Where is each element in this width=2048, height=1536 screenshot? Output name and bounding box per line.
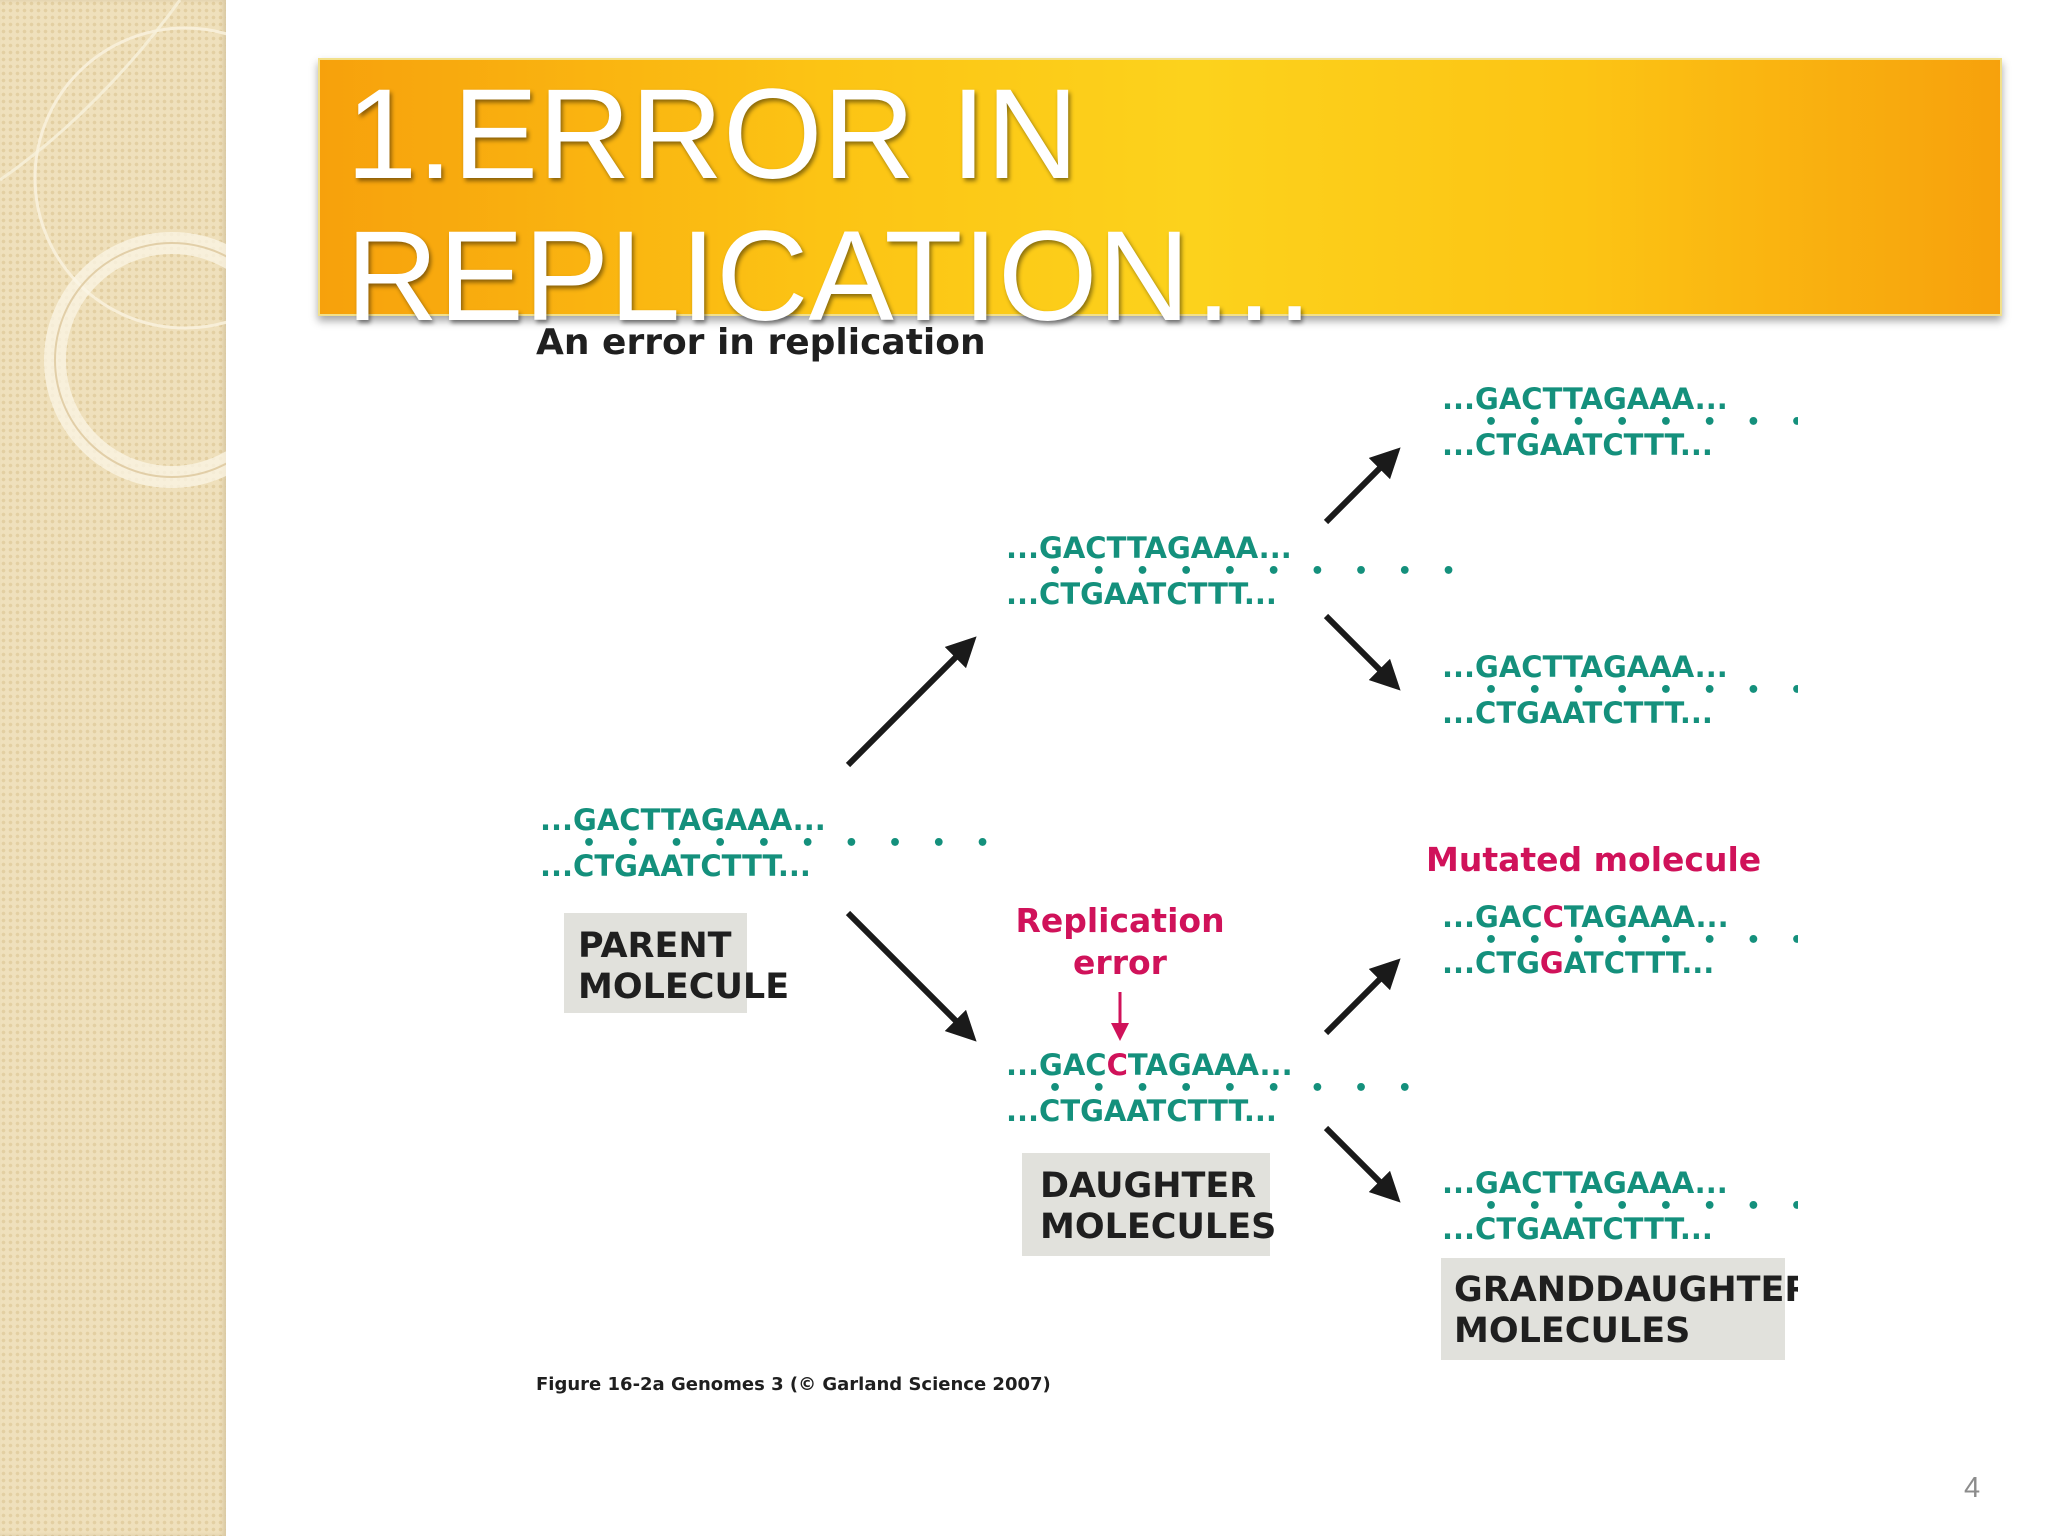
replication-error-label-line2: error bbox=[1073, 943, 1168, 982]
svg-text:...GACTTAGAAA...: ...GACTTAGAAA... bbox=[1442, 382, 1728, 416]
granddaughter-molecule-mutated: ...GACCTAGAAA... • • • • • • • • • • ...… bbox=[1442, 900, 1892, 980]
daughter-base-pairs: • • • • • • • • • • bbox=[1048, 559, 1467, 584]
daughter-molecule-normal: ...GACTTAGAAA... • • • • • • • • • • ...… bbox=[1006, 531, 1467, 611]
granddaughter-label-box bbox=[1441, 1258, 1785, 1360]
slide-title: 1.ERROR IN REPLICATION… bbox=[346, 63, 1318, 348]
daughter-label-box bbox=[1022, 1153, 1270, 1256]
svg-text:...CTGAATCTTT...: ...CTGAATCTTT... bbox=[1442, 696, 1713, 730]
granddaughter-molecule-4: ...GACTTAGAAA... • • • • • • • • • • ...… bbox=[1442, 1166, 1892, 1246]
daughter-label-line1: DAUGHTER bbox=[1040, 1166, 1256, 1206]
arrow-to-grand-1 bbox=[1323, 447, 1401, 525]
title-banner: 1.ERROR IN REPLICATION… bbox=[318, 58, 2002, 348]
parent-top-strand: ...GACTTAGAAA... bbox=[540, 803, 826, 837]
granddaughter-molecule-1: ...GACTTAGAAA... • • • • • • • • • • ...… bbox=[1442, 382, 1892, 462]
parent-label-line2: MOLECULE bbox=[578, 967, 789, 1007]
parent-label-line1: PARENT bbox=[578, 926, 732, 966]
decorative-sidebar bbox=[0, 0, 226, 1536]
granddaughter-molecule-2: ...GACTTAGAAA... • • • • • • • • • • ...… bbox=[1442, 650, 1892, 730]
figure-heading: An error in replication bbox=[536, 322, 986, 363]
daughter-error-base-pairs: • • • • • • • • • bbox=[1048, 1076, 1423, 1101]
parent-bottom-strand: ...CTGAATCTTT... bbox=[540, 849, 811, 883]
ring-decoration bbox=[0, 0, 226, 488]
arrow-parent-to-daughter-top bbox=[845, 636, 977, 768]
daughter-bottom-strand: ...CTGAATCTTT... bbox=[1006, 577, 1277, 611]
daughter-top-strand: ...GACTTAGAAA... bbox=[1006, 531, 1292, 565]
replication-error-figure: An error in replication ...GACTTAGAAA...… bbox=[518, 320, 1892, 1420]
granddaughter-label-line2: MOLECULES bbox=[1454, 1311, 1690, 1351]
mutant-base: G bbox=[1540, 946, 1564, 980]
svg-text:...GACCTAGAAA...: ...GACCTAGAAA... bbox=[1442, 900, 1729, 934]
daughter-label-line2: MOLECULES bbox=[1040, 1207, 1276, 1247]
arrow-to-grand-2 bbox=[1323, 613, 1401, 691]
daughter-error-bottom-strand: ...CTGAATCTTT... bbox=[1006, 1094, 1277, 1128]
replication-error-label-line1: Replication bbox=[1015, 901, 1224, 940]
mutant-base: C bbox=[1107, 1048, 1128, 1082]
parent-base-pairs: • • • • • • • • • • bbox=[582, 831, 1001, 856]
svg-text:...GACTTAGAAA...: ...GACTTAGAAA... bbox=[1442, 1166, 1728, 1200]
granddaughter-label-line1: GRANDDAUGHTER bbox=[1454, 1270, 1798, 1310]
arrow-parent-to-daughter-bottom bbox=[845, 910, 977, 1042]
daughter-error-top-strand: ...GACCTAGAAA... bbox=[1006, 1048, 1293, 1082]
arrow-to-grand-4 bbox=[1323, 1125, 1401, 1203]
mutated-molecule-label: Mutated molecule bbox=[1426, 840, 1761, 879]
svg-text:...CTGGATCTTT...: ...CTGGATCTTT... bbox=[1442, 946, 1714, 980]
page-number: 4 bbox=[1964, 1472, 1981, 1504]
svg-text:...CTGAATCTTT...: ...CTGAATCTTT... bbox=[1442, 428, 1713, 462]
figure-caption: Figure 16-2a Genomes 3 (© Garland Scienc… bbox=[536, 1374, 1051, 1395]
arrow-to-grand-mutated bbox=[1323, 958, 1401, 1036]
svg-text:...CTGAATCTTT...: ...CTGAATCTTT... bbox=[1442, 1212, 1713, 1246]
parent-label-box bbox=[564, 913, 747, 1013]
svg-text:...GACTTAGAAA...: ...GACTTAGAAA... bbox=[1442, 650, 1728, 684]
daughter-molecule-error: ...GACCTAGAAA... • • • • • • • • • ...CT… bbox=[1006, 1048, 1423, 1128]
mutant-base: C bbox=[1543, 900, 1564, 934]
parent-molecule: ...GACTTAGAAA... • • • • • • • • • • ...… bbox=[540, 803, 1001, 883]
